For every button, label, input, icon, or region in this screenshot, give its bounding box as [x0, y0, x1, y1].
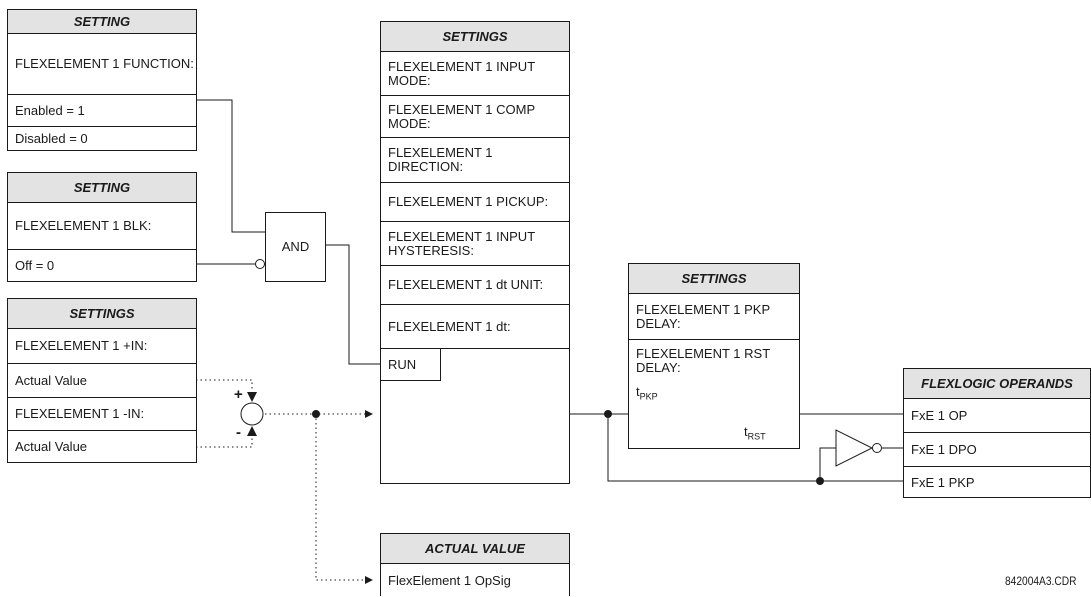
plus-arrow — [247, 392, 257, 402]
timer-t-pkp-label: tPKP — [636, 384, 658, 402]
blk-setting-header: SETTING — [8, 173, 196, 203]
main-setting-hysteresis: FLEXELEMENT 1 INPUT HYSTERESIS: — [381, 221, 569, 265]
main-setting-input-mode: FLEXELEMENT 1 INPUT MODE: — [388, 58, 535, 88]
timer-settings-block: SETTINGS FLEXELEMENT 1 PKP DELAY: FLEXEL… — [628, 263, 800, 449]
and-gate-label: AND — [281, 239, 310, 254]
inverter-bubble — [872, 443, 882, 453]
operands-header: FLEXLOGIC OPERANDS — [904, 369, 1090, 399]
function-setting-label: FLEXELEMENT 1 FUNCTION: — [15, 56, 194, 71]
main-setting-direction: FLEXELEMENT 1 DIRECTION: — [381, 137, 569, 182]
actual-value-item: FlexElement 1 OpSig — [388, 572, 511, 588]
main-setting-comp-mode: FLEXELEMENT 1 COMP MODE: — [381, 95, 569, 137]
main-setting-dt-unit: FLEXELEMENT 1 dt UNIT: — [381, 265, 569, 304]
inputs-settings-header: SETTINGS — [8, 299, 196, 329]
timer-settings-header: SETTINGS — [629, 264, 799, 294]
operand-op: FxE 1 OP — [911, 407, 968, 423]
blk-setting-block: SETTING FLEXELEMENT 1 BLK: Off = 0 — [7, 172, 197, 282]
input-plus-value: Actual Value — [8, 363, 196, 397]
timer-pkp-delay: FLEXELEMENT 1 PKP DELAY: — [636, 301, 770, 331]
junction-dot-pkp — [816, 477, 824, 485]
junction-dot-main — [604, 410, 612, 418]
wire-enabled-to-and — [196, 99, 265, 233]
operand-pkp: FxE 1 PKP — [904, 466, 1090, 498]
wire-inverter-in — [819, 447, 836, 481]
and-gate: AND — [265, 212, 326, 282]
summing-plus-label: + — [234, 386, 243, 403]
main-settings-header: SETTINGS — [381, 22, 569, 52]
blk-option-off: Off = 0 — [8, 249, 196, 282]
main-setting-pickup: FLEXELEMENT 1 PICKUP: — [381, 182, 569, 221]
run-input-label: RUN — [380, 348, 441, 381]
wire-sum-to-actual — [315, 414, 373, 584]
input-plus-label: FLEXELEMENT 1 +IN: — [15, 338, 148, 353]
wire-pkp-branch — [607, 414, 903, 482]
wire-minus-in-dotted — [196, 437, 253, 448]
timer-rst-delay: FLEXELEMENT 1 RST DELAY: — [629, 339, 799, 381]
flexlogic-operands-block: FLEXLOGIC OPERANDS FxE 1 OP FxE 1 DPO Fx… — [903, 368, 1091, 498]
main-run-section — [381, 348, 569, 485]
function-option-enabled: Enabled = 1 — [8, 94, 196, 126]
blk-setting-label: FLEXELEMENT 1 BLK: — [15, 218, 152, 233]
inverter-triangle — [835, 429, 874, 467]
input-minus-value: Actual Value — [8, 430, 196, 463]
wire-and-to-run — [325, 244, 380, 365]
function-setting-block: SETTING FLEXELEMENT 1 FUNCTION: Enabled … — [7, 9, 197, 151]
inputs-settings-block: SETTINGS FLEXELEMENT 1 +IN: Actual Value… — [7, 298, 197, 463]
operand-dpo: FxE 1 DPO — [904, 432, 1090, 466]
main-settings-block: SETTINGS FLEXELEMENT 1 INPUT MODE: FLEXE… — [380, 21, 570, 484]
input-minus-label: FLEXELEMENT 1 -IN: — [8, 397, 196, 430]
wire-plus-in-dotted — [196, 379, 253, 391]
junction-dot-sum — [312, 410, 320, 418]
function-option-disabled: Disabled = 0 — [8, 126, 196, 151]
summing-junction-circle — [240, 402, 264, 426]
actual-value-block: ACTUAL VALUE FlexElement 1 OpSig — [380, 533, 570, 596]
main-setting-dt: FLEXELEMENT 1 dt: — [381, 304, 569, 348]
drawing-id: 842004A3.CDR — [1005, 574, 1077, 588]
minus-arrow — [247, 426, 257, 436]
function-setting-header: SETTING — [8, 10, 196, 34]
and-inversion-bubble — [255, 259, 265, 269]
timer-t-rst-label: tRST — [744, 424, 766, 442]
actual-value-header: ACTUAL VALUE — [381, 534, 569, 564]
summing-minus-label: - — [236, 424, 241, 441]
